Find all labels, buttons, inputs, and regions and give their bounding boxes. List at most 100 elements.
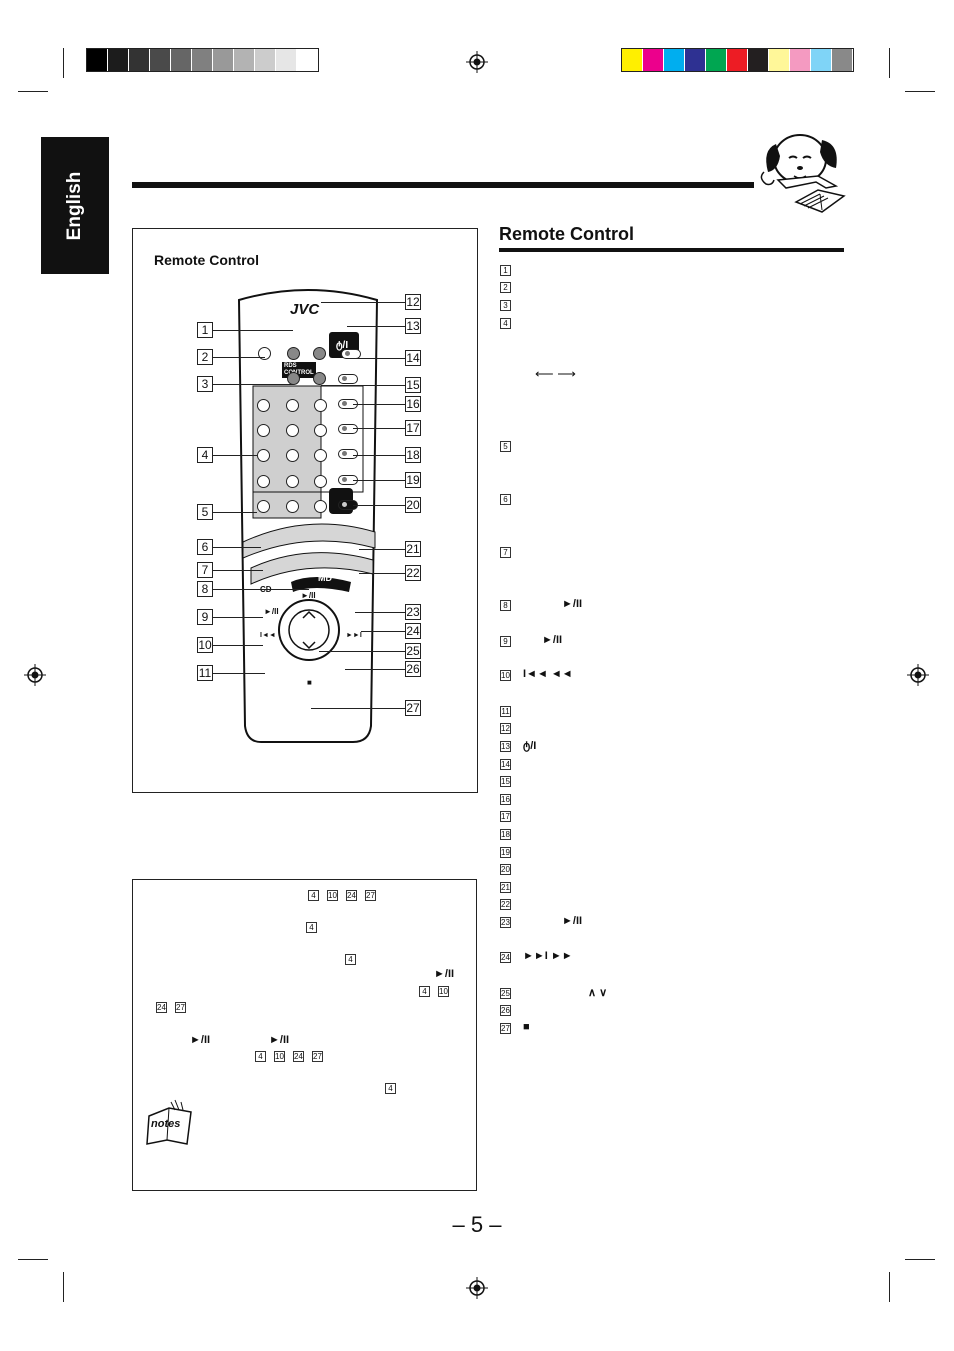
rds-control-button[interactable] (287, 372, 300, 385)
callout-2: 2 (197, 349, 213, 365)
header-rule (132, 182, 754, 188)
feature-number-1: 1 (500, 265, 511, 276)
keypad-button[interactable] (286, 475, 299, 488)
callout-11: 11 (197, 665, 213, 681)
feature-number-21: 21 (500, 882, 511, 893)
note-ref-4: 4 (306, 922, 317, 933)
callout-19: 19 (405, 472, 421, 488)
keypad-button[interactable] (257, 449, 270, 462)
note-ref-4: 4 (255, 1051, 266, 1062)
color-calibration-bar: #ffef00#ec008c#00aeef#2e3192#00a651#ed1c… (621, 48, 854, 72)
calibration-swatch: #666666 (171, 49, 192, 71)
remote-button-top-b[interactable] (313, 347, 326, 360)
callout-leader-line (213, 357, 265, 358)
callout-leader-line (213, 512, 257, 513)
keypad-button[interactable] (286, 500, 299, 513)
note-ref-4: 4 (385, 1083, 396, 1094)
md-play-pause-label: ►/II (301, 591, 316, 600)
keypad-button[interactable] (257, 399, 270, 412)
feature-number-4: 4 (500, 318, 511, 329)
keypad-button[interactable] (314, 449, 327, 462)
callout-14: 14 (405, 350, 421, 366)
callout-7: 7 (197, 562, 213, 578)
callout-1: 1 (197, 322, 213, 338)
calibration-swatch: #808080 (192, 49, 213, 71)
keypad-button[interactable] (314, 424, 327, 437)
feature-number-6: 6 (500, 494, 511, 505)
page-number: – 5 – (452, 1212, 502, 1237)
callout-21: 21 (405, 541, 421, 557)
keypad-button[interactable] (314, 500, 327, 513)
note-ref-10: 10 (274, 1051, 285, 1062)
callout-leader-line (213, 570, 263, 571)
feature-number-17: 17 (500, 811, 511, 822)
feature-glyph-9: ►/II (542, 634, 563, 646)
callout-leader-line (353, 480, 405, 481)
callout-leader-line (359, 573, 405, 574)
callout-16: 16 (405, 396, 421, 412)
feature-number-24: 24 (500, 952, 511, 963)
remote-button-17[interactable] (338, 424, 358, 434)
section-title: Remote Control (499, 224, 634, 244)
note-ref-10: 10 (327, 890, 338, 901)
remote-button-1[interactable] (258, 347, 271, 360)
keypad-button[interactable] (257, 424, 270, 437)
keypad-button[interactable] (314, 475, 327, 488)
callout-leader-line (321, 302, 405, 303)
keypad-button[interactable] (286, 424, 299, 437)
registration-mark-icon (907, 664, 929, 686)
remote-button-top-a[interactable] (287, 347, 300, 360)
callout-leader-line (353, 428, 405, 429)
feature-glyph-13: ტ/I (523, 740, 537, 752)
feature-number-22: 22 (500, 899, 511, 910)
feature-number-16: 16 (500, 794, 511, 805)
callout-6: 6 (197, 539, 213, 555)
callout-leader-line (213, 645, 263, 646)
keypad-button[interactable] (314, 399, 327, 412)
note-ref-27: 27 (175, 1002, 186, 1013)
callout-13: 13 (405, 318, 421, 334)
keypad-button[interactable] (257, 500, 270, 513)
callout-leader-line (311, 708, 405, 709)
callout-12: 12 (405, 294, 421, 310)
callout-26: 26 (405, 661, 421, 677)
callout-leader-line (353, 505, 405, 506)
calibration-swatch: #4a4a4a (150, 49, 171, 71)
prev-label: I◄◄ (260, 632, 276, 639)
remote-illustration-panel: Remote Control JVC ტ/I RDS CONTROL CD MD… (132, 228, 478, 793)
md-label: MD (318, 573, 332, 583)
feature-glyph-24: ►►I ►► (523, 950, 573, 962)
calibration-swatch: #ffffff (297, 49, 318, 71)
section-title-rule (499, 248, 844, 252)
feature-glyph-10: I◄◄ ◄◄ (523, 668, 573, 680)
calibration-swatch: #ffef00 (622, 49, 643, 71)
calibration-swatch: #ec008c (643, 49, 664, 71)
note-ref-10: 10 (438, 986, 449, 997)
panel-label: Remote Control (154, 252, 259, 268)
callout-leader-line (353, 404, 405, 405)
feature-glyph-25: ∧ ∨ (588, 987, 608, 999)
feature-number-26: 26 (500, 1005, 511, 1016)
feature-number-15: 15 (500, 776, 511, 787)
feature-glyph-27: ■ (523, 1021, 530, 1033)
callout-leader-line (355, 612, 405, 613)
remote-button-14[interactable] (338, 374, 358, 384)
keypad-button[interactable] (286, 449, 299, 462)
remote-button-18[interactable] (338, 449, 358, 459)
keypad-button[interactable] (286, 399, 299, 412)
feature-number-19: 19 (500, 847, 511, 858)
gray-calibration-bar: #000000#1c1c1c#333333#4a4a4a#666666#8080… (86, 48, 319, 72)
calibration-swatch: #e6e6e6 (276, 49, 297, 71)
calibration-swatch: #ed1c24 (727, 49, 748, 71)
callout-leader-line (321, 385, 405, 386)
feature-number-11: 11 (500, 706, 511, 717)
calibration-swatch: #fff799 (769, 49, 790, 71)
callout-leader-line (353, 455, 405, 456)
feature-number-7: 7 (500, 547, 511, 558)
callout-8: 8 (197, 581, 213, 597)
remote-button-top-c[interactable] (313, 372, 326, 385)
calibration-swatch: #b3b3b3 (234, 49, 255, 71)
feature-number-18: 18 (500, 829, 511, 840)
calibration-swatch: #f49ac1 (790, 49, 811, 71)
keypad-button[interactable] (257, 475, 270, 488)
